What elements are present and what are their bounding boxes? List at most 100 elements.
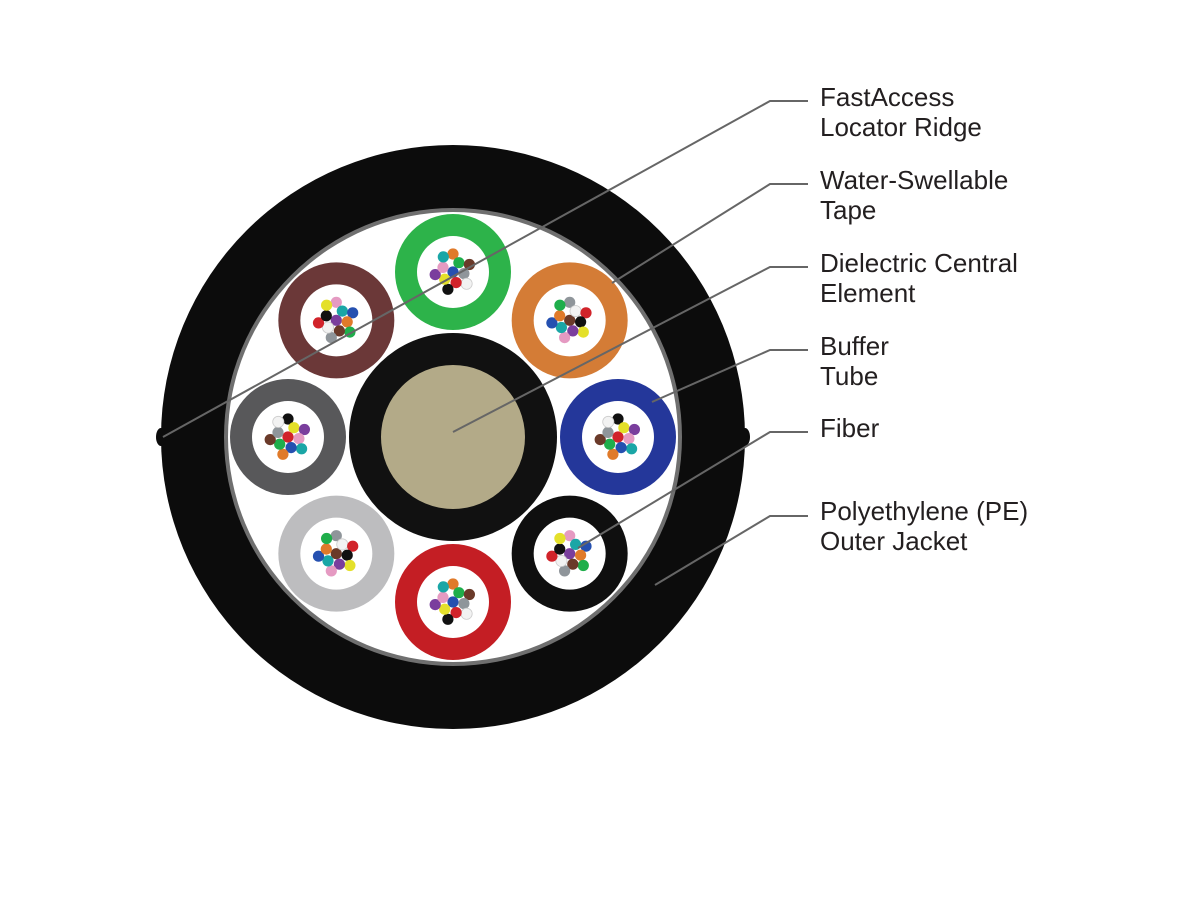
dielectric-central-element <box>381 365 525 509</box>
fiber <box>554 543 566 555</box>
fiber <box>330 296 342 308</box>
fiber <box>612 413 624 425</box>
fiber <box>559 565 571 577</box>
buffer-tube-group <box>230 214 676 660</box>
fiber <box>288 422 300 434</box>
fiber <box>330 530 342 542</box>
fiber <box>336 305 348 317</box>
fiber <box>298 423 310 436</box>
fiber <box>577 326 589 338</box>
fiber <box>447 578 459 590</box>
fiber <box>546 317 558 329</box>
fiber <box>296 443 308 455</box>
fiber <box>312 317 325 329</box>
fiber <box>567 325 579 337</box>
fiber <box>325 565 337 577</box>
fiber <box>437 591 449 604</box>
fiber <box>264 434 276 446</box>
fiber <box>333 558 345 570</box>
fiber <box>272 415 285 428</box>
leader-line-group <box>162 100 808 586</box>
label-line: Water-Swellable <box>820 165 1009 195</box>
fiber <box>453 587 465 599</box>
fiber <box>322 555 334 567</box>
fiber <box>330 548 342 560</box>
label-water-swellable-tape: Water-Swellable Tape <box>820 165 1008 225</box>
fiber <box>333 325 345 337</box>
fiber <box>567 558 579 570</box>
fiber <box>429 269 441 281</box>
fiber <box>612 431 624 443</box>
fiber <box>554 299 566 311</box>
fiber <box>447 596 459 608</box>
label-line: Locator Ridge <box>820 112 982 142</box>
fiber <box>564 314 576 326</box>
label-line: FastAccess <box>820 82 955 112</box>
fiber <box>450 607 462 619</box>
fiber <box>615 442 627 454</box>
fiber <box>618 422 630 434</box>
fiber <box>564 296 576 308</box>
fiber <box>439 603 451 615</box>
fiber <box>602 415 615 428</box>
fiber <box>272 426 284 438</box>
fiber <box>569 305 582 318</box>
fiber <box>575 316 587 328</box>
buffer-tube-top <box>395 214 511 330</box>
fiber <box>594 434 606 446</box>
fiber <box>325 332 337 344</box>
fiber <box>447 248 459 260</box>
fiber <box>341 549 353 561</box>
fiber <box>330 314 342 326</box>
fiber <box>564 548 576 560</box>
fiber <box>321 299 333 311</box>
label-line: Tape <box>820 195 877 225</box>
fiber <box>577 559 589 572</box>
fiber <box>442 283 454 295</box>
fiber <box>277 448 289 460</box>
fiber <box>626 443 638 455</box>
fiber <box>285 442 297 454</box>
fiber <box>546 550 558 562</box>
fiber <box>293 433 305 445</box>
leader-outer-jacket <box>654 515 808 586</box>
fiber <box>320 310 332 322</box>
leader-fiber <box>577 431 808 549</box>
fiber <box>559 332 571 344</box>
locator-ridge-right <box>740 428 750 446</box>
fiber <box>580 540 592 552</box>
buffer-tube-lower-right <box>511 495 628 612</box>
fiber <box>463 258 475 271</box>
fiber <box>564 530 576 542</box>
fiber <box>320 543 332 555</box>
leader-buffer-tube <box>651 349 808 403</box>
fiber <box>347 540 359 552</box>
buffer-tube-bottom <box>395 544 511 660</box>
label-line: Buffer <box>820 331 889 361</box>
fiber <box>336 538 349 551</box>
label-line: Fiber <box>820 413 880 443</box>
leader-water-tape <box>611 183 808 284</box>
label-line: Dielectric Central <box>820 248 1018 278</box>
fiber <box>460 607 473 620</box>
fiber <box>321 321 334 334</box>
fiber <box>463 588 475 601</box>
fiber <box>429 599 441 611</box>
fiber <box>341 316 353 328</box>
fiber <box>555 321 568 334</box>
leader-central-element <box>452 266 808 433</box>
fiber <box>274 438 286 450</box>
label-line: Element <box>820 278 916 308</box>
fiber <box>282 413 294 425</box>
fiber <box>580 307 592 319</box>
locator-ridge-left <box>156 428 166 446</box>
buffer-tube-lower-left <box>278 495 395 612</box>
fiber <box>575 549 587 561</box>
fiber <box>442 613 454 625</box>
label-line: Polyethylene (PE) <box>820 496 1029 526</box>
buffer-tube-right <box>560 379 676 495</box>
fiber <box>607 448 619 460</box>
fiber <box>450 277 462 289</box>
fiber <box>344 559 356 572</box>
